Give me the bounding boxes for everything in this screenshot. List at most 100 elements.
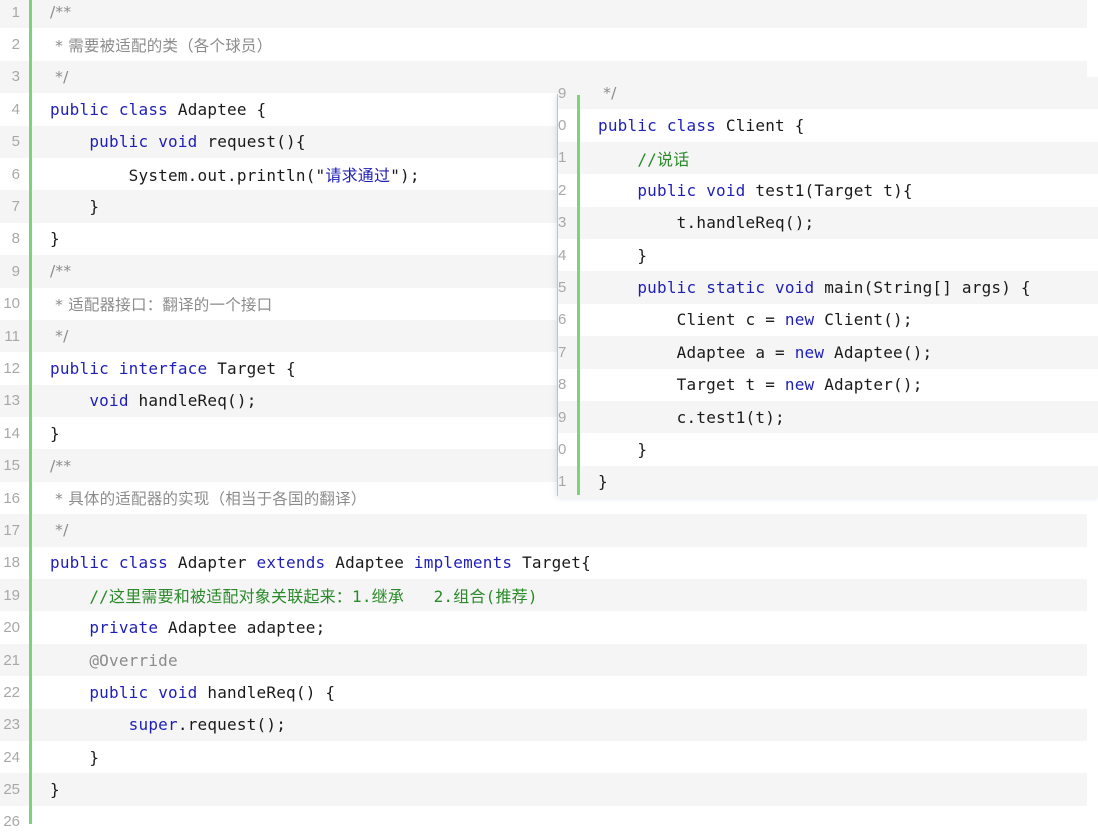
popup-line[interactable]: 5 public static void main(String[] args)… — [558, 271, 1098, 304]
line-number: 20 — [3, 619, 20, 637]
popup-gutter-change-bar — [577, 95, 580, 495]
editor-line[interactable]: 21 @Override — [0, 643, 1087, 677]
code-text: @Override — [89, 650, 178, 670]
line-number: 4 — [558, 246, 567, 264]
code-text: */ — [50, 327, 69, 346]
code-text: public void test1(Target t){ — [637, 180, 913, 200]
line-number: 13 — [3, 392, 20, 410]
code-text: * 适配器接口：翻译的一个接口 — [50, 295, 273, 314]
popup-line[interactable]: 1 //说话 — [558, 141, 1098, 175]
code-text: } — [598, 472, 608, 492]
code-text: */ — [598, 84, 617, 103]
editor-line[interactable]: 22 public void handleReq() { — [0, 676, 1087, 709]
code-text: /** — [50, 262, 72, 281]
code-text: */ — [50, 521, 69, 540]
code-text: public interface Target { — [50, 358, 296, 378]
line-number: 1 — [11, 3, 20, 21]
line-number: 2 — [11, 36, 20, 54]
line-number: 0 — [558, 117, 567, 135]
popup-line[interactable]: 9 c.test1(t); — [558, 400, 1098, 434]
code-text: * 具体的适配器的实现（相当于各国的翻译） — [50, 490, 367, 509]
code-text: System.out.println("请求通过"); — [128, 166, 420, 186]
code-text: public class Adapter extends Adaptee imp… — [50, 553, 591, 573]
line-number: 6 — [11, 165, 20, 183]
popup-line[interactable]: 0 } — [558, 433, 1098, 466]
editor-line[interactable]: 19 //这里需要和被适配对象关联起来：1.继承 2.组合(推荐) — [0, 579, 1087, 612]
line-number: 9 — [558, 408, 567, 426]
editor-line[interactable]: 24 } — [0, 740, 1087, 774]
code-text: } — [50, 229, 60, 249]
editor-line[interactable]: 23 super.request(); — [0, 708, 1087, 741]
popup-line[interactable]: 9 */ — [558, 77, 1098, 110]
editor-line[interactable]: 2 * 需要被适配的类（各个球员） — [0, 28, 1087, 61]
editor-line[interactable]: 1/** — [0, 0, 1087, 29]
line-number: 8 — [11, 230, 20, 248]
popup-line[interactable]: 3 t.handleReq(); — [558, 206, 1098, 239]
line-number: 17 — [3, 521, 20, 539]
code-text: } — [598, 439, 648, 459]
line-number: 14 — [3, 424, 20, 442]
line-number: 1 — [558, 473, 567, 491]
popup-line[interactable]: 2 public void test1(Target t){ — [558, 174, 1098, 207]
line-number: 3 — [11, 68, 20, 86]
code-text: */ — [50, 67, 69, 86]
line-number: 7 — [11, 198, 20, 216]
code-text: * 需要被适配的类（各个球员） — [50, 36, 273, 55]
code-text: //这里需要和被适配对象关联起来：1.继承 2.组合(推荐) — [89, 587, 538, 607]
editor-line[interactable]: 20 private Adaptee adaptee; — [0, 611, 1087, 644]
popup-line[interactable]: 1} — [558, 465, 1098, 499]
code-text: Client c = new Client(); — [676, 310, 913, 330]
editor-line[interactable]: 26 — [0, 805, 1087, 838]
popup-line[interactable]: 6 Client c = new Client(); — [558, 303, 1098, 337]
gutter-change-bar — [29, 0, 32, 824]
line-number: 8 — [558, 376, 567, 394]
line-number: 5 — [11, 133, 20, 151]
code-text: //说话 — [637, 149, 690, 169]
line-number: 16 — [3, 489, 20, 507]
editor-line[interactable]: 25} — [0, 773, 1087, 806]
code-text: public class Client { — [598, 116, 805, 136]
line-number: 3 — [558, 214, 567, 232]
code-text: /** — [50, 456, 72, 475]
popup-line[interactable]: 4 } — [558, 238, 1098, 272]
line-number: 25 — [3, 781, 20, 799]
line-number: 23 — [3, 716, 20, 734]
line-number: 7 — [558, 343, 567, 361]
code-text: super.request(); — [128, 715, 287, 735]
popup-line[interactable]: 0 public class Client { — [558, 109, 1098, 142]
line-number: 5 — [558, 279, 567, 297]
code-text: public void request(){ — [89, 132, 306, 152]
code-text: public void handleReq() { — [89, 682, 336, 702]
code-text: t.handleReq(); — [676, 213, 815, 233]
popup-line[interactable]: 7 Adaptee a = new Adaptee(); — [558, 336, 1098, 369]
line-number: 22 — [3, 683, 20, 701]
line-number: 2 — [558, 181, 567, 199]
line-number: 15 — [3, 457, 20, 475]
line-number: 9 — [11, 262, 20, 280]
code-text: } — [598, 245, 648, 265]
line-number: 24 — [3, 748, 20, 766]
code-text: } — [50, 780, 60, 800]
line-number: 9 — [558, 84, 567, 102]
line-number: 21 — [3, 651, 20, 669]
line-number: 19 — [3, 586, 20, 604]
code-text: Target t = new Adapter(); — [676, 375, 923, 395]
code-text: public static void main(String[] args) { — [637, 278, 1031, 298]
editor-line[interactable]: 17 */ — [0, 514, 1087, 547]
popup-line[interactable]: 8 Target t = new Adapter(); — [558, 368, 1098, 401]
line-number: 4 — [11, 100, 20, 118]
code-text: private Adaptee adaptee; — [89, 618, 326, 638]
line-number: 6 — [558, 311, 567, 329]
line-number: 1 — [558, 149, 567, 167]
line-number: 12 — [3, 359, 20, 377]
line-number: 10 — [3, 295, 20, 313]
code-text: } — [50, 197, 100, 217]
code-text: public class Adaptee { — [50, 99, 267, 119]
line-number: 11 — [4, 327, 20, 345]
code-text: Adaptee a = new Adaptee(); — [676, 342, 933, 362]
code-text: c.test1(t); — [676, 407, 785, 427]
